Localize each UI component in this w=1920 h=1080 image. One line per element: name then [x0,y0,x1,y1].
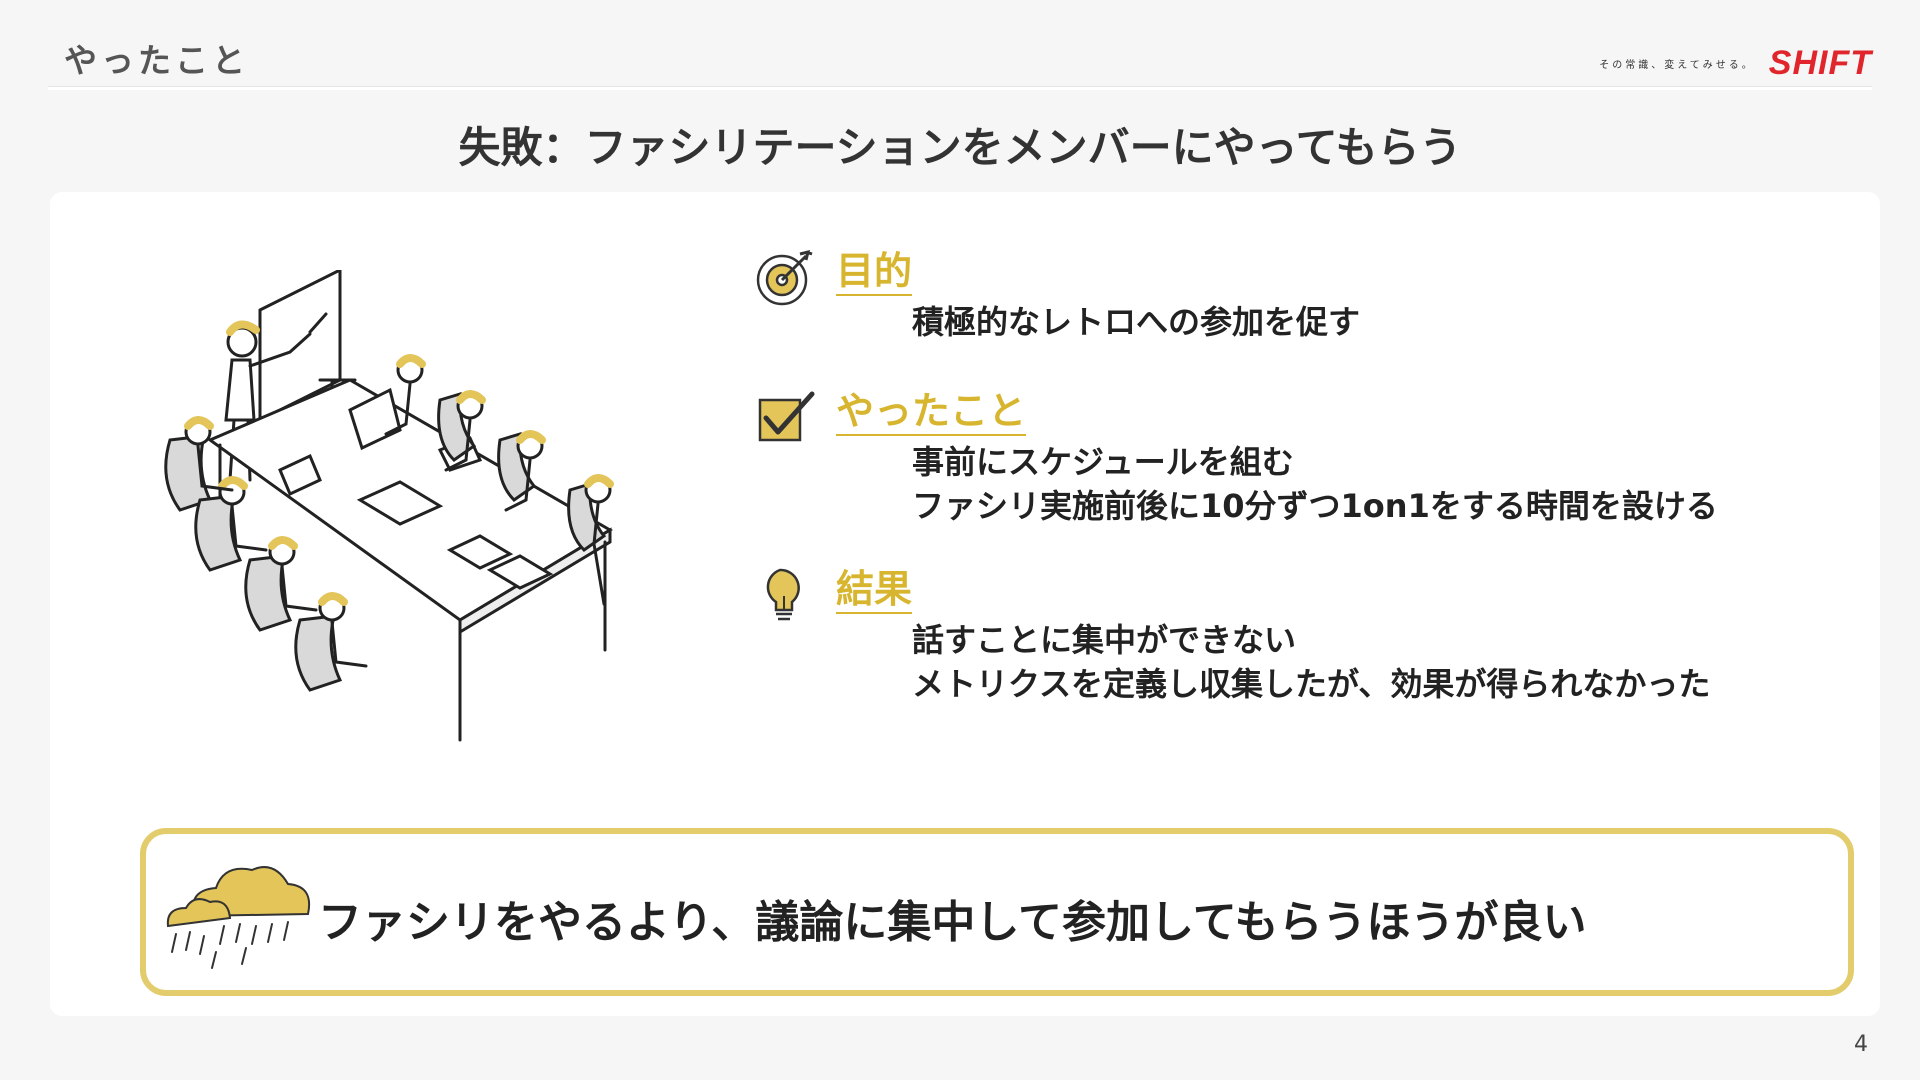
meeting-illustration [164,270,614,742]
section-lines: 話すことに集中ができない メトリクスを定義し収集したが、効果が得られなかった [912,618,1710,706]
header-section-title: やったこと [64,41,249,80]
section-lines: 積極的なレトロへの参加を促す [912,300,1360,344]
header-rule [48,86,1872,90]
logo-wordmark: SHIFT [1768,44,1872,82]
section-line: メトリクスを定義し収集したが、効果が得られなかった [912,665,1711,703]
rain-cloud-icon [166,866,310,969]
slide-title: 失敗：ファシリテーションをメンバーにやってもらう [458,123,1462,172]
section-heading: やったこと [836,388,1027,436]
checkbox-icon [758,391,815,442]
section-line: ファシリ実施前後に10分ずつ1on1をする時間を設ける [912,487,1718,525]
conclusion-text: ファシリをやるより、議論に集中して参加してもらうほうが良い [318,897,1587,948]
section-lines: 事前にスケジュールを組む ファシリ実施前後に10分ずつ1on1をする時間を設ける [912,440,1718,528]
section-line: 事前にスケジュールを組む [912,443,1294,481]
logo-tagline: その常識、変えてみせる。 [1599,60,1755,71]
section-line: 話すことに集中ができない [912,621,1297,659]
section-line: 積極的なレトロへの参加を促す [912,303,1361,341]
page-number: 4 [1854,1032,1868,1057]
lightbulb-icon [766,568,800,621]
conclusion-box: ファシリをやるより、議論に集中して参加してもらうほうが良い [140,828,1854,996]
section-heading: 結果 [836,566,913,614]
section-heading: 目的 [836,248,913,296]
brand-logo: その常識、変えてみせる。 SHIFT [1599,44,1872,83]
target-icon [756,249,813,306]
